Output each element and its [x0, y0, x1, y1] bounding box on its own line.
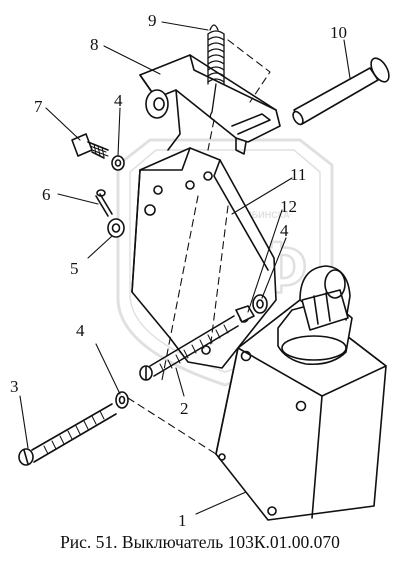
- long-screw: [139, 315, 239, 381]
- screw-lower: [18, 403, 117, 466]
- callout-6: 6: [42, 185, 51, 204]
- spring: [207, 24, 225, 121]
- pin: [292, 57, 390, 126]
- callout-10: 10: [330, 23, 347, 42]
- callout-11: 11: [290, 165, 306, 184]
- bolt: [71, 133, 109, 159]
- nut-12: [235, 305, 255, 323]
- callout-labels: 1 2 3 4 4 4 5 6 7 8 9 10 11 12: [10, 11, 347, 530]
- callout-9: 9: [148, 11, 157, 30]
- leader-lines: [19, 21, 351, 515]
- lever: [139, 54, 281, 155]
- callout-7: 7: [34, 97, 43, 116]
- callout-8: 8: [90, 35, 99, 54]
- callout-4-lower: 4: [76, 321, 85, 340]
- assembly-guide-lines: [127, 39, 271, 455]
- washer-part-5: [107, 218, 125, 238]
- cotter-pin: [95, 189, 113, 217]
- callout-2: 2: [180, 399, 189, 418]
- callout-4-upper: 4: [114, 91, 123, 110]
- callout-5: 5: [70, 259, 79, 278]
- washer-lower: [115, 391, 129, 409]
- figure-caption: Рис. 51. Выключатель 103К.01.00.070: [60, 532, 340, 552]
- switch-roller-head: [277, 265, 353, 366]
- callout-4-right: 4: [280, 221, 289, 240]
- washer-upper: [111, 155, 125, 171]
- callout-12: 12: [280, 197, 297, 216]
- callout-1: 1: [178, 511, 187, 530]
- washer-right: [252, 294, 268, 314]
- callout-3: 3: [10, 377, 19, 396]
